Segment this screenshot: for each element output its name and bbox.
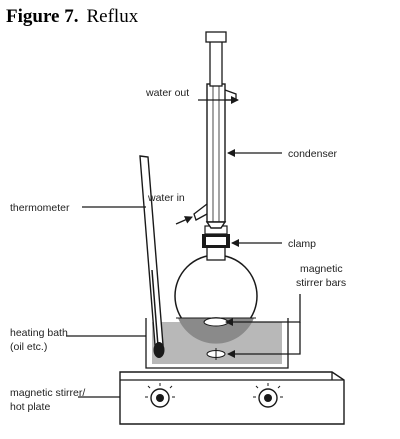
label-stirrer-bars-line2: stirrer bars <box>296 277 346 289</box>
label-stirrer-bars-line1: magnetic <box>300 263 343 275</box>
hot-plate-left-knob <box>145 383 175 408</box>
label-heating-bath-line2: (oil etc.) <box>10 341 47 353</box>
label-hot-plate-line1: magnetic stirrer/ <box>10 387 85 399</box>
label-thermometer: thermometer <box>10 202 70 214</box>
hot-plate-right-knob <box>253 383 283 408</box>
round-bottom-flask <box>174 245 258 344</box>
water-in-arrow <box>175 216 193 225</box>
label-water-out: water out <box>145 87 189 99</box>
thermometer <box>139 155 165 358</box>
hot-plate <box>119 371 345 425</box>
stirrer-bar-in-flask <box>203 317 229 327</box>
figure-caption: Reflux <box>86 6 138 27</box>
figure-title: Figure 7. Reflux <box>6 6 139 27</box>
label-water-in: water in <box>147 192 185 204</box>
figure-number: Figure 7. <box>6 6 78 27</box>
label-clamp: clamp <box>288 238 316 250</box>
label-condenser: condenser <box>288 148 338 160</box>
stirrer-bars-pointer-lower <box>227 322 301 358</box>
clamp <box>202 225 230 248</box>
condenser <box>193 31 237 229</box>
stirrer-bar-in-bath <box>206 348 226 360</box>
label-hot-plate-line2: hot plate <box>10 401 50 413</box>
label-heating-bath-line1: heating bath <box>10 327 68 339</box>
